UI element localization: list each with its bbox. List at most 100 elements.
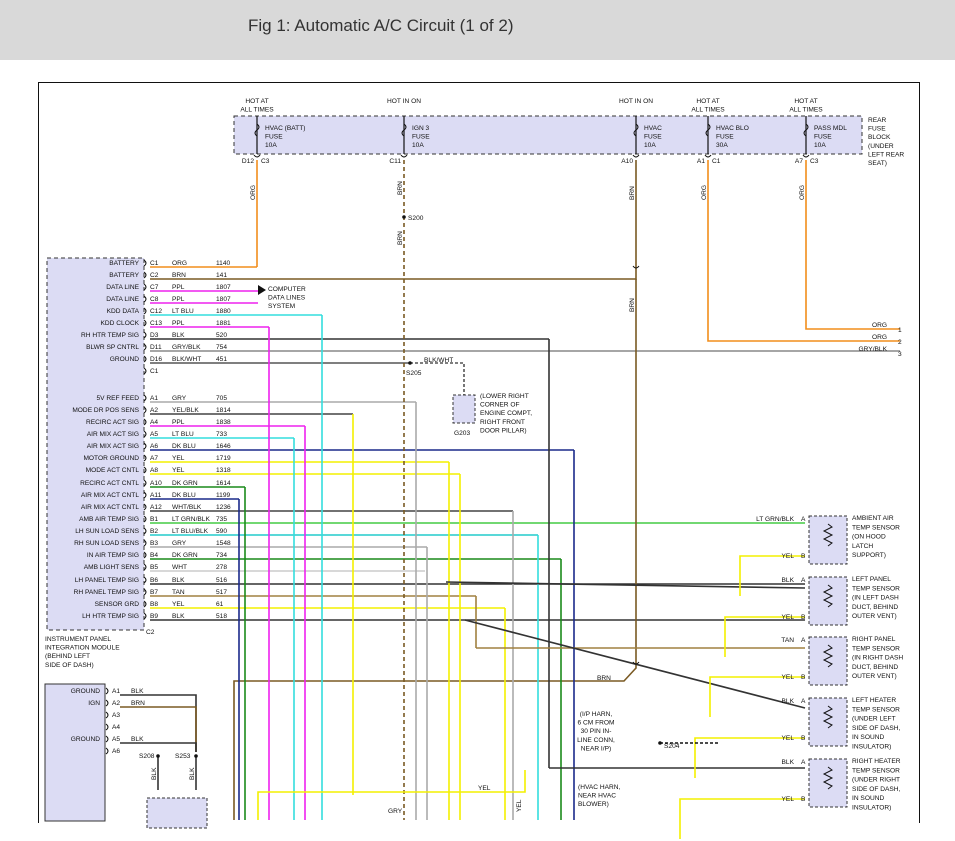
fuse-name: IGN 3 <box>412 125 430 132</box>
sensor-label: RIGHT PANEL <box>852 636 896 643</box>
ipm-pin-number: C1 <box>150 368 159 375</box>
circuit-number: 1318 <box>216 467 231 474</box>
ground-label: DOOR PILLAR) <box>480 427 527 434</box>
wire-color-label: PPL <box>172 284 185 291</box>
ipm-label: (BEHIND LEFT <box>45 653 90 660</box>
diagram-frame <box>38 82 920 823</box>
connector-mark <box>143 331 147 339</box>
sensor-label: SIDE OF DASH, <box>852 786 901 793</box>
sensor-label: LEFT PANEL <box>852 576 891 583</box>
lower-module <box>44 683 106 822</box>
ipm-pin-name: IN AIR TEMP SIG <box>87 552 139 559</box>
ipm-pin-name: RH SUN LOAD SENS <box>74 540 139 547</box>
sensor-label: INSULATOR) <box>852 744 891 751</box>
fuse-pin: A7 <box>795 158 803 165</box>
ipm-pin-number: C1 <box>150 260 159 267</box>
wire-color-label: BLK <box>131 688 144 695</box>
sensor-label: IN SOUND <box>852 795 884 802</box>
ground-wire <box>410 362 465 395</box>
lower-pin-name: GROUND <box>71 688 101 695</box>
fuse-name: FUSE <box>412 134 430 141</box>
wire-tag: BLK <box>151 767 158 780</box>
lower-pin-number: A1 <box>112 688 120 695</box>
sensor-pin: A <box>801 516 806 523</box>
ipm-pin-number: A1 <box>150 395 158 402</box>
connector-mark <box>143 418 147 426</box>
circuit-number: 705 <box>216 395 227 402</box>
ipm-pin-name: MODE DR POS SENS <box>72 407 139 414</box>
fuse-name: 10A <box>265 142 277 149</box>
connector-mark <box>632 661 640 665</box>
wire-tag: BRN <box>629 186 636 200</box>
ipm-pin-name: DATA LINE <box>106 284 139 291</box>
fuse-supply-label: ALL TIMES <box>691 107 725 114</box>
sensor-label: LEFT HEATER <box>852 697 896 704</box>
ipm-pin-number: C2 <box>150 272 159 279</box>
wire-color-label: YEL <box>172 601 185 608</box>
ipm-pin-name: RECIRC ACT CNTL <box>80 480 139 487</box>
thermistor-icon <box>822 523 834 547</box>
connector-mark <box>143 307 147 315</box>
wire-tag: ORG <box>250 185 257 200</box>
ipm-pin-name: SENSOR GRD <box>95 601 140 608</box>
wire-tag: YEL <box>516 799 523 812</box>
fuse-pin: C11 <box>389 158 401 165</box>
lower-pin-name: IGN <box>88 700 100 707</box>
sensor-pin: A <box>801 637 806 644</box>
wire-color-label: TAN <box>172 589 185 596</box>
wire-color-label: DK BLU <box>172 492 196 499</box>
ground-block <box>146 797 208 829</box>
splice-label: S204 <box>664 743 680 750</box>
fuse-block-label: LEFT REAR <box>868 151 904 158</box>
circuit-number: 734 <box>216 552 227 559</box>
circuit-number: 754 <box>216 344 227 351</box>
ipm-pin-name: BLWR SP CNTRL <box>86 344 139 351</box>
yel-lower <box>257 770 526 820</box>
sensor-label: TEMP SENSOR <box>852 706 900 713</box>
ipm-pin-number: A2 <box>150 407 158 414</box>
circuit-number: 517 <box>216 589 227 596</box>
connector-mark <box>143 430 147 438</box>
wire-tag: BRN <box>597 675 611 682</box>
ipm-label: INSTRUMENT PANEL <box>45 636 111 643</box>
ipm-pin-name: AIR MIX ACT SIG <box>87 431 139 438</box>
ipm-pin-name: AIR MIX ACT SIG <box>87 443 139 450</box>
sensor-label: TEMP SENSOR <box>852 767 900 774</box>
ipm-pin-number: A6 <box>150 443 158 450</box>
fuse-name: PASS MDL <box>814 125 847 132</box>
data-line-dest: DATA LINES <box>268 295 306 302</box>
connector-mark <box>143 367 147 375</box>
wire-tag: BLK <box>782 759 795 766</box>
wire-color-label: GRY <box>172 395 187 402</box>
wire-color-label: DK BLU <box>172 443 196 450</box>
ipm-pin-number: B4 <box>150 552 158 559</box>
ipm-pin-name: LH PANEL TEMP SIG <box>75 577 139 584</box>
sensor-label: INSULATOR) <box>852 805 891 812</box>
wire-tag: YEL <box>782 735 795 742</box>
brn-hvac-down <box>233 279 637 820</box>
sensor-label: SUPPORT) <box>852 552 886 559</box>
wire-tag: GRY/BLK <box>859 346 888 353</box>
s204-note: 30 PIN IN- <box>581 728 612 735</box>
hvac-note: NEAR HVAC <box>578 793 616 800</box>
circuit-number: 518 <box>216 613 227 620</box>
connector-mark <box>143 600 147 608</box>
ipm-pin-number: A10 <box>150 480 162 487</box>
circuit-number: 733 <box>216 431 227 438</box>
temp-sensor <box>808 697 848 747</box>
wire-tag: BLK <box>189 767 196 780</box>
circuit-number: 590 <box>216 528 227 535</box>
circuit-number: 1807 <box>216 284 231 291</box>
connector-mark <box>143 491 147 499</box>
wire-color-label: PPL <box>172 296 185 303</box>
fuse-block-label: FUSE <box>868 126 886 133</box>
fuse-pin: D12 <box>242 158 254 165</box>
ipm-pin-name: RH PANEL TEMP SIG <box>74 589 139 596</box>
ipm-pin-number: D16 <box>150 356 162 363</box>
circuit-number: 451 <box>216 356 227 363</box>
ipm-pin-name: BATTERY <box>109 272 139 279</box>
wire-color-label: BLK <box>172 613 185 620</box>
sensor-pin: B <box>801 796 806 803</box>
wire-color-label: YEL <box>172 467 185 474</box>
sensor-label: DUCT, BEHIND <box>852 664 898 671</box>
